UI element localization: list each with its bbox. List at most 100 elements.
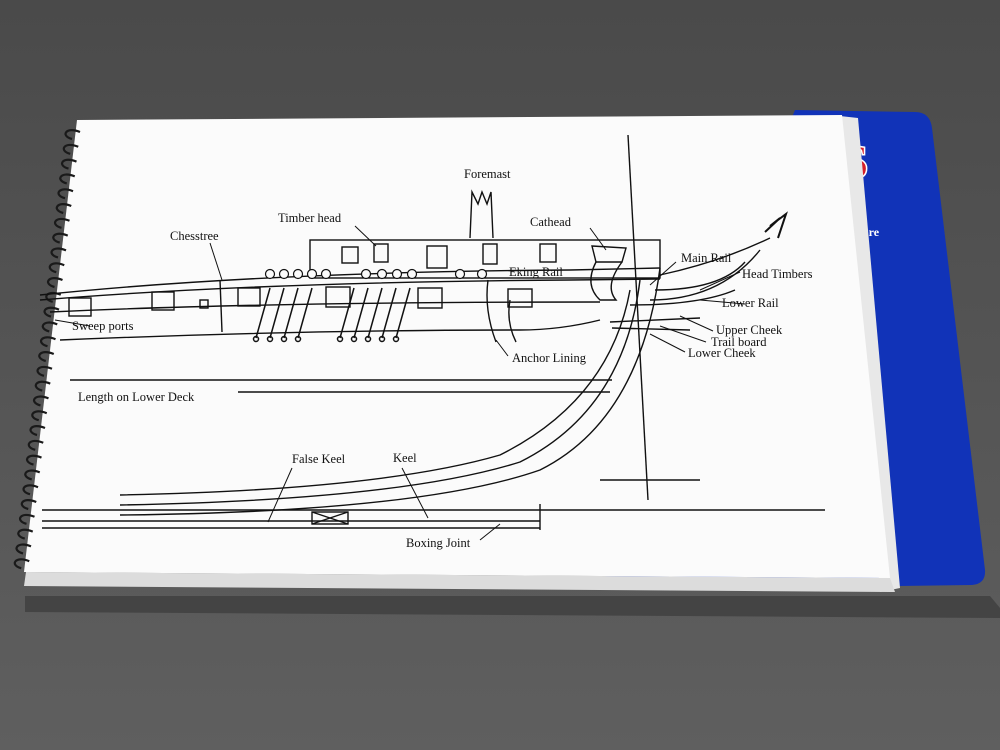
label-eking-rail: Eking Rail <box>509 265 563 279</box>
scarf-cross-2 <box>311 511 349 525</box>
label-head-timbers: Head Timbers <box>742 267 813 281</box>
label-keel: Keel <box>393 451 417 465</box>
spiral-loop <box>34 380 51 392</box>
spiral-loop <box>22 484 39 496</box>
spiral-loop <box>64 129 81 141</box>
label-upper-cheek: Upper Cheek <box>716 323 783 337</box>
label-boxing-joint: Boxing Joint <box>406 536 471 550</box>
gunport-5 <box>417 287 443 309</box>
carriage-wheel <box>292 268 304 280</box>
label-length-lower-deck: Length on Lower Deck <box>78 390 195 404</box>
spiral-loop <box>18 513 35 525</box>
spiral-loop <box>59 173 76 185</box>
carriage-wheel <box>376 268 388 280</box>
label-cathead: Cathead <box>530 215 572 229</box>
spiral-loop <box>39 336 56 348</box>
label-timber-head: Timber head <box>278 211 342 225</box>
spiral-loop <box>38 351 55 363</box>
gun-muzzle <box>364 335 372 343</box>
carriage-wheel <box>320 268 332 280</box>
hull-upper-line <box>59 319 601 341</box>
keel-scarf <box>311 511 349 525</box>
gun-barrel <box>353 287 369 339</box>
spiral-loop <box>52 232 69 244</box>
book-shadow <box>25 596 1000 618</box>
spiral-loop <box>32 395 49 407</box>
page-bottom-edge <box>24 572 895 592</box>
spiral-loop <box>55 203 72 215</box>
spiral-loop <box>53 217 70 229</box>
carriage-wheel <box>360 268 372 280</box>
spiral-loop <box>24 469 41 481</box>
anchor-lining <box>486 279 497 343</box>
label-lower-cheek: Lower Cheek <box>688 346 756 360</box>
forecastle-port-5 <box>539 243 557 263</box>
spiral-loop <box>62 143 79 155</box>
spiral-loop <box>57 188 74 200</box>
gun-barrel <box>297 287 313 339</box>
spiral-loop <box>20 499 37 511</box>
anchor-lining-2 <box>508 299 517 343</box>
main-rail-line <box>654 261 746 291</box>
forecastle-port-3 <box>426 245 448 269</box>
page-stack-edge <box>840 116 900 592</box>
gun-barrel <box>367 287 383 339</box>
diagram-page <box>24 115 890 578</box>
bow-cutwater <box>659 237 771 276</box>
chesstree-post <box>219 279 223 333</box>
sweep-port-small <box>199 299 209 309</box>
gun-barrel <box>255 287 271 339</box>
spiral-loop <box>41 321 58 333</box>
forecastle-port-4 <box>482 243 498 265</box>
spiral-loop <box>46 277 63 289</box>
carriage-wheel <box>476 268 488 280</box>
label-anchor-lining: Anchor Lining <box>512 351 587 365</box>
gun-barrel <box>283 287 299 339</box>
gun-muzzle <box>378 335 386 343</box>
forecastle-port-1 <box>341 246 359 264</box>
sheer-line-2 <box>39 278 661 301</box>
spiral-loop <box>48 262 65 274</box>
leader-lines <box>54 225 746 541</box>
spiral-loop <box>17 528 34 540</box>
gun-carriage-wheels <box>264 268 488 280</box>
gunport-6 <box>507 288 533 308</box>
gun-muzzle <box>266 335 274 343</box>
stem-inner <box>119 279 641 506</box>
head-rail-curve <box>649 249 761 301</box>
gun-muzzle <box>294 335 302 343</box>
gunport-1 <box>68 297 92 317</box>
spiral-loop <box>43 306 60 318</box>
gunport-4 <box>325 286 351 308</box>
carriage-wheel <box>306 268 318 280</box>
foremast-stub <box>469 189 494 239</box>
spiral-loop <box>36 365 53 377</box>
figurehead <box>764 211 788 239</box>
carriage-wheel <box>391 268 403 280</box>
spiral-loop <box>29 425 46 437</box>
spiral-loop <box>27 439 44 451</box>
carriage-wheel <box>406 268 418 280</box>
forecastle-port-2 <box>373 243 389 263</box>
gun-muzzle <box>392 335 400 343</box>
spiral-loop <box>25 454 42 466</box>
spiral-loop <box>50 247 67 259</box>
gun-muzzle <box>336 335 344 343</box>
gun-muzzle <box>252 335 260 343</box>
gunport-3 <box>237 287 261 307</box>
gun-barrel <box>269 287 285 339</box>
carriage-wheel <box>278 268 290 280</box>
lower-rail-line <box>629 289 736 306</box>
hull-drawing <box>39 134 825 530</box>
label-foremast: Foremast <box>464 167 511 181</box>
stem-inner-2 <box>119 289 631 496</box>
spiral-binding <box>13 129 81 570</box>
carriage-wheel <box>454 268 466 280</box>
gun-muzzle <box>350 335 358 343</box>
spiral-loop <box>60 158 77 170</box>
label-main-rail: Main Rail <box>681 251 732 265</box>
label-lower-rail: Lower Rail <box>722 296 779 310</box>
gun-barrel <box>381 287 397 339</box>
vertical-station-line <box>627 134 649 501</box>
